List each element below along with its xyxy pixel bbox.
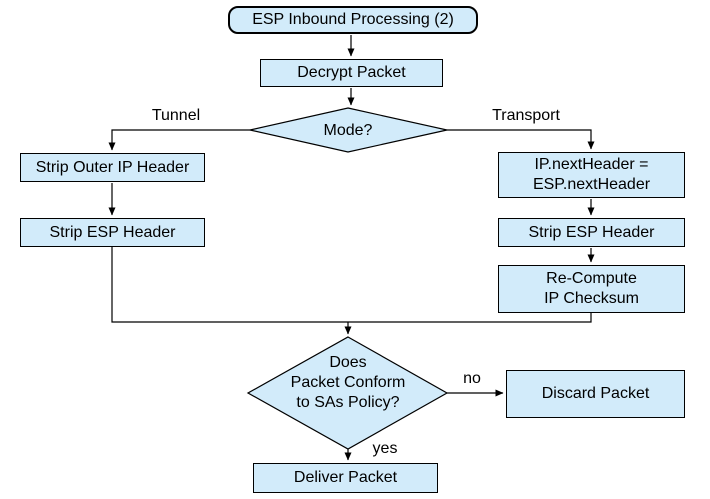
edge-label-tunnel: Tunnel	[151, 107, 201, 124]
decision-policy-shape	[246, 336, 449, 450]
node-recompute-ip-checksum: Re-Compute IP Checksum	[498, 265, 685, 313]
decision-policy-label: Does Packet Conform to SAs Policy?	[290, 354, 406, 411]
node-strip-outer-ip-header: Strip Outer IP Header	[20, 153, 205, 182]
node-deliver-packet: Deliver Packet	[253, 463, 438, 493]
decision-mode-shape	[249, 107, 448, 153]
edge-mode-transport	[447, 129, 595, 150]
node-esp-inbound-processing: ESP Inbound Processing (2)	[228, 6, 478, 34]
node-discard-packet: Discard Packet	[506, 370, 685, 418]
edge-merge-line	[111, 247, 592, 323]
edge-label-transport: Transport	[492, 107, 560, 124]
edge-label-yes: yes	[372, 440, 398, 457]
edge-mode-tunnel	[108, 129, 250, 151]
node-strip-esp-header-left: Strip ESP Header	[20, 218, 205, 247]
edge-label-no: no	[463, 370, 481, 387]
decision-mode-label: Mode?	[323, 122, 373, 139]
node-strip-esp-header-right: Strip ESP Header	[498, 218, 685, 247]
node-ip-nextheader: IP.nextHeader = ESP.nextHeader	[498, 152, 685, 198]
node-decrypt-packet: Decrypt Packet	[260, 59, 443, 87]
